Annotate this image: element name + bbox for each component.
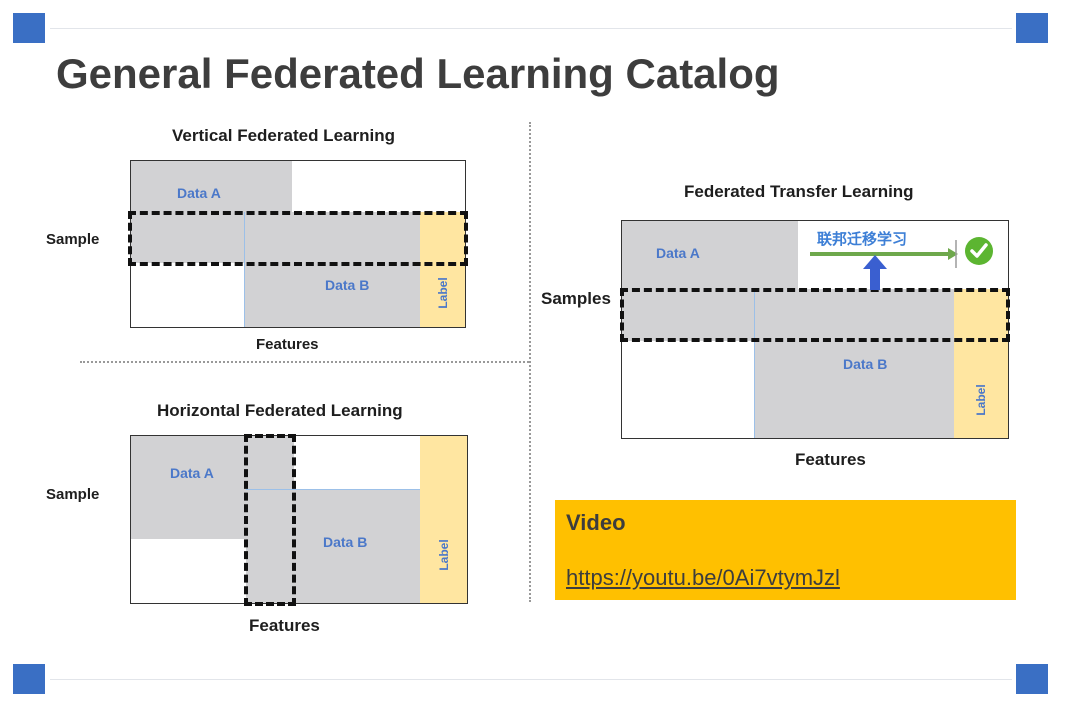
transfer-data-b-edge — [754, 289, 755, 438]
transfer-samples-axis-label: Samples — [541, 289, 611, 308]
transfer-label-text: Label — [974, 384, 988, 416]
corner-square-top-right — [1016, 13, 1048, 43]
video-box: Video https://youtu.be/0Ai7vtymJzl — [555, 500, 1016, 600]
check-circle-icon — [965, 237, 993, 265]
horizontal-sample-axis-label: Sample — [46, 486, 100, 503]
bottom-rule — [50, 679, 1012, 680]
vertical-divider — [529, 122, 531, 602]
video-title: Video — [566, 510, 626, 535]
vertical-features-axis-label: Features — [256, 336, 319, 353]
corner-square-bottom-left — [13, 664, 45, 694]
horizontal-fl-title: Horizontal Federated Learning — [157, 401, 403, 420]
top-rule — [50, 28, 1012, 29]
horizontal-divider — [80, 361, 529, 363]
horizontal-data-b-text: Data B — [323, 534, 368, 550]
vertical-data-b-text: Data B — [325, 277, 370, 293]
transfer-overlap-dashed-box — [620, 288, 1010, 342]
vertical-data-b-edge — [244, 212, 245, 327]
vertical-fl-title: Vertical Federated Learning — [172, 126, 395, 145]
transfer-arrows — [810, 237, 993, 290]
video-link[interactable]: https://youtu.be/0Ai7vtymJzl — [566, 565, 840, 590]
horizontal-overlap-dashed-box — [244, 434, 296, 606]
vertical-data-a-text: Data A — [177, 185, 221, 201]
transfer-label-column — [954, 289, 1008, 438]
transfer-data-b-text: Data B — [843, 356, 888, 372]
transfer-fl-title: Federated Transfer Learning — [684, 182, 914, 201]
horizontal-label-text: Label — [437, 539, 451, 571]
horizontal-data-a-text: Data A — [170, 465, 214, 481]
vertical-data-b-block — [244, 212, 420, 327]
transfer-data-b-block — [754, 289, 954, 438]
vertical-label-column — [420, 212, 465, 327]
vertical-label-text: Label — [436, 277, 450, 309]
transfer-data-a-text: Data A — [656, 245, 700, 261]
horizontal-label-column — [420, 436, 467, 603]
right-arrow-icon — [810, 240, 958, 268]
vertical-overlap-dashed-box — [128, 211, 468, 266]
horizontal-features-axis-label: Features — [249, 616, 320, 635]
horizontal-data-b-block — [246, 489, 420, 603]
up-arrow-icon — [863, 255, 887, 290]
corner-square-top-left — [13, 13, 45, 43]
corner-square-bottom-right — [1016, 664, 1048, 694]
vertical-sample-axis-label: Sample — [46, 231, 100, 248]
transfer-learning-cn-text: 联邦迁移学习 — [817, 231, 908, 248]
horizontal-data-b-edge — [246, 489, 420, 490]
slide-title: General Federated Learning Catalog — [56, 50, 780, 97]
transfer-features-axis-label: Features — [795, 450, 866, 469]
